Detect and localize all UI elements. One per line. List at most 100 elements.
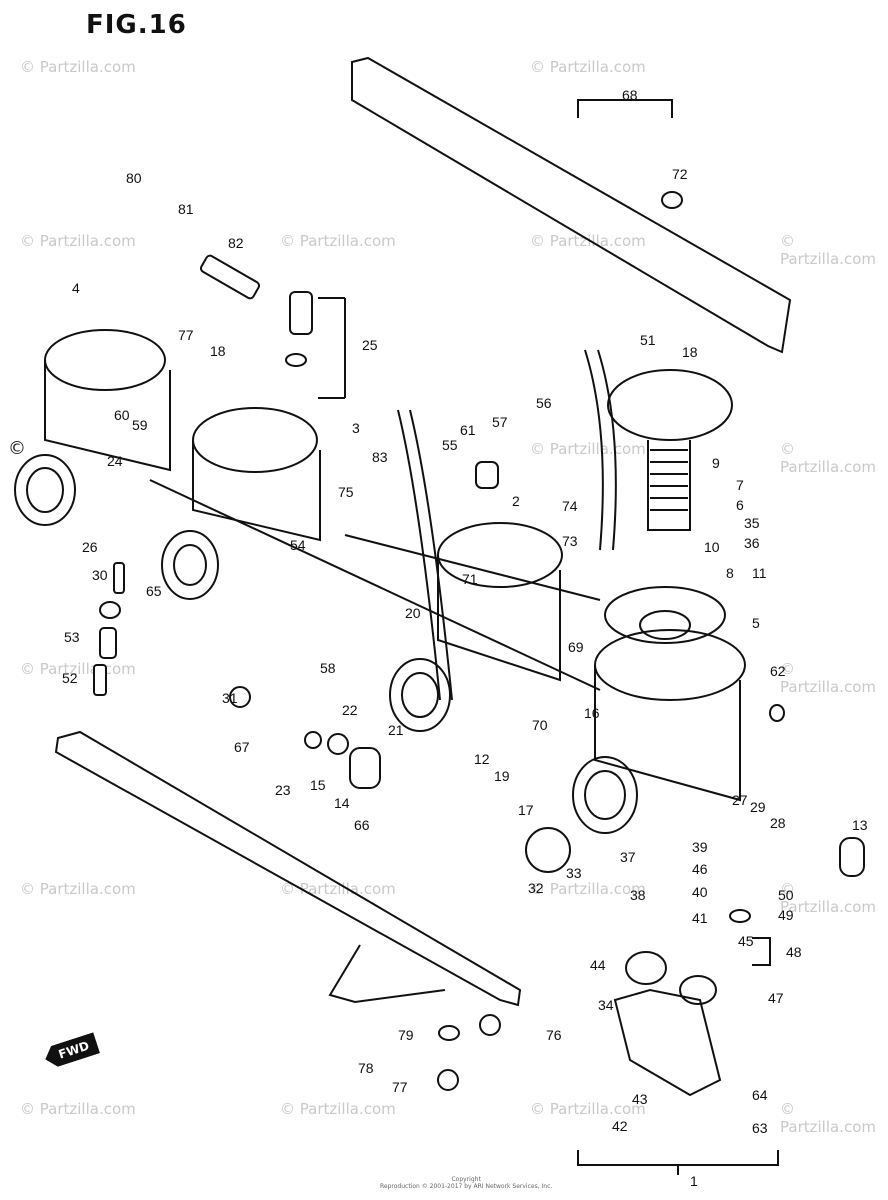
watermark: © Partzilla.com: [280, 1100, 396, 1118]
callout-label: 77: [178, 327, 194, 343]
callout-label: 24: [107, 453, 123, 469]
callout-label: 55: [442, 437, 458, 453]
callout-label: 34: [598, 997, 614, 1013]
callout-label: 5: [752, 615, 760, 631]
callout-label: 47: [768, 990, 784, 1006]
callout-label: 77: [392, 1079, 408, 1095]
watermark: © Partzilla.com: [530, 440, 646, 458]
callout-label: 25: [362, 337, 378, 353]
callout-label: 4: [72, 280, 80, 296]
callout-label: 57: [492, 414, 508, 430]
callout-label: 14: [334, 795, 350, 811]
watermark: © Partzilla.com: [530, 1100, 646, 1118]
vacuum-cap-52: [607, 369, 733, 441]
callout-label: 49: [778, 907, 794, 923]
callout-label: 16: [584, 705, 600, 721]
callout-label: 15: [310, 777, 326, 793]
callout-label: 42: [612, 1118, 628, 1134]
part-63-plug: [769, 704, 785, 722]
throttle-shaft: [149, 479, 601, 691]
callout-label: 1: [690, 1173, 698, 1189]
diaphragm-5: [604, 586, 726, 644]
watermark: © Partzilla.com: [530, 880, 646, 898]
part-31-pin: [113, 562, 125, 594]
callout-label: 32: [528, 880, 544, 896]
part-77-screw-b: [437, 1069, 459, 1091]
callout-label: 20: [405, 605, 421, 621]
callout-label: 31: [222, 690, 238, 706]
part-54-pin: [99, 627, 117, 659]
vent-tube-84: [397, 409, 441, 701]
part-14-nut: [327, 733, 349, 755]
callout-label: 80: [126, 170, 142, 186]
callout-label: 44: [590, 957, 606, 973]
callout-label: 59: [132, 417, 148, 433]
part-15-washer: [304, 731, 322, 749]
callout-label: 26: [82, 539, 98, 555]
callout-label: 7: [736, 477, 744, 493]
part-68-seal: [229, 686, 251, 708]
callout-label: 69: [568, 639, 584, 655]
callout-label: 18: [210, 343, 226, 359]
callout-label: 10: [704, 539, 720, 555]
callout-label: 22: [342, 702, 358, 718]
footer-line-1: Copyright: [451, 1176, 481, 1183]
callout-label: 43: [632, 1091, 648, 1107]
callout-label: 71: [462, 571, 478, 587]
callout-label: 65: [146, 583, 162, 599]
watermark: © Partzilla.com: [780, 440, 876, 476]
callout-label: 29: [750, 799, 766, 815]
callout-label: 37: [620, 849, 636, 865]
callout-label: 19: [494, 768, 510, 784]
callout-label: 76: [546, 1027, 562, 1043]
callout-label: 2: [512, 493, 520, 509]
part-30-nut: [99, 601, 121, 619]
part-25-sleeve: [289, 291, 313, 335]
callout-label: 58: [320, 660, 336, 676]
callout-label: 53: [64, 629, 80, 645]
part-67-cap: [349, 747, 381, 789]
copyright-mark: ©: [8, 438, 26, 459]
footer-line-2: Reproduction © 2001-2017 by ARI Network …: [380, 1183, 553, 1190]
part-25-washer: [285, 353, 307, 367]
carb-top-cap-2: [437, 522, 563, 588]
callout-label: 28: [770, 815, 786, 831]
part-58-cap: [475, 461, 499, 489]
callout-label: 54: [290, 537, 306, 553]
callout-label: 12: [474, 751, 490, 767]
watermark: © Partzilla.com: [530, 58, 646, 76]
callout-label: 75: [338, 484, 354, 500]
callout-label: 8: [726, 565, 734, 581]
callout-label: 66: [354, 817, 370, 833]
callout-label: 82: [228, 235, 244, 251]
callout-label: 33: [566, 865, 582, 881]
top-bracket-plate: [351, 56, 792, 354]
watermark: © Partzilla.com: [780, 660, 876, 696]
callout-label: 35: [744, 515, 760, 531]
watermark: © Partzilla.com: [780, 232, 876, 268]
callout-label: 62: [770, 663, 786, 679]
callout-label: 27: [732, 792, 748, 808]
callout-label: 81: [178, 201, 194, 217]
float-45: [625, 951, 667, 985]
choke-shaft: [344, 534, 601, 601]
float-bowl-35: [613, 988, 722, 1097]
callout-label: 46: [692, 861, 708, 877]
watermark: © Partzilla.com: [20, 58, 136, 76]
callout-label: 78: [358, 1060, 374, 1076]
watermark: © Partzilla.com: [280, 232, 396, 250]
callout-label: 61: [460, 422, 476, 438]
callout-label: 17: [518, 802, 534, 818]
watermark: © Partzilla.com: [20, 880, 136, 898]
callout-label: 9: [712, 455, 720, 471]
callout-label: 67: [234, 739, 250, 755]
callout-label: 56: [536, 395, 552, 411]
callout-label: 11: [752, 565, 767, 581]
callout-label: 70: [532, 717, 548, 733]
callout-label: 38: [630, 887, 646, 903]
footer: Copyright Reproduction © 2001-2017 by AR…: [380, 1176, 552, 1190]
part-13-cap: [839, 837, 865, 877]
part-73-screw: [661, 191, 683, 209]
carb-top-cap-1: [594, 629, 746, 701]
